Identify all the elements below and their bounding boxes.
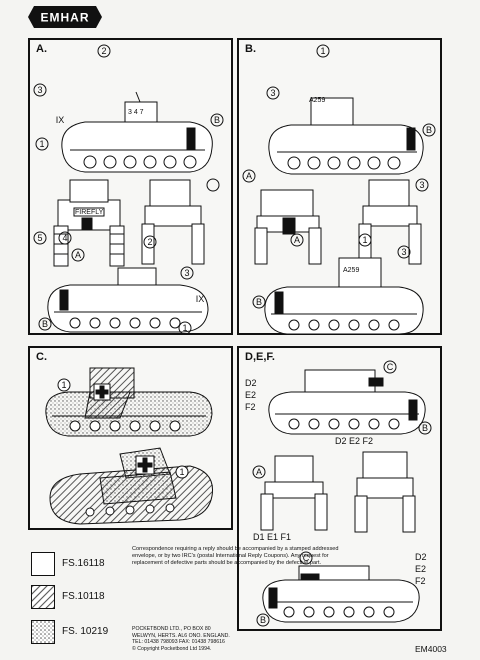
panel-c-drawing: 1 1	[45, 367, 214, 525]
callout: B	[42, 319, 48, 329]
tank-front-view	[254, 189, 322, 265]
tank-rear-view	[358, 179, 422, 265]
serial: A259	[309, 97, 325, 104]
tank-side-view-2	[262, 565, 420, 623]
callout: 1	[39, 139, 44, 149]
callout: 3	[184, 268, 189, 278]
camouflage-tank-side	[45, 367, 213, 437]
callout: 1	[362, 235, 367, 245]
callout: F2	[245, 402, 256, 412]
panel-a: A.	[28, 38, 233, 335]
callout: 1	[320, 46, 325, 56]
serial: FIREFLY	[75, 209, 104, 216]
address-line: POCKETBOND LTD., PO BOX 80	[132, 626, 211, 632]
panel-c-label: C.	[36, 351, 47, 363]
camouflage-tank-three-quarter	[49, 447, 214, 525]
callout: A	[294, 235, 300, 245]
callout: E2	[245, 390, 256, 400]
callout: B	[260, 615, 266, 625]
callout: 2	[101, 46, 106, 56]
callout: E2	[415, 564, 426, 574]
callout: D2 E2 F2	[335, 436, 373, 446]
callout: C	[387, 362, 394, 372]
panel-b: B.	[237, 38, 442, 335]
callout: D2	[245, 378, 257, 388]
panel-def-label: D,E,F.	[245, 351, 275, 363]
emhar-logo: EMHAR	[28, 6, 102, 28]
legend-code: FS.16118	[62, 558, 105, 569]
callout: B	[426, 125, 432, 135]
callout: A	[246, 171, 252, 181]
panel-a-label: A.	[36, 43, 47, 55]
legend-code: FS. 10219	[62, 626, 109, 637]
tank-side-view	[268, 369, 426, 435]
tank-front-view	[53, 179, 125, 267]
tank-front-view	[260, 455, 328, 531]
callout: 3	[37, 85, 42, 95]
callout: B	[256, 297, 262, 307]
callout: IX	[196, 294, 205, 304]
legend-swatch-fs10219	[31, 620, 55, 644]
callout: 1	[61, 380, 66, 390]
callout: 1	[182, 323, 187, 333]
callout: 5	[37, 233, 42, 243]
callout: 2	[147, 237, 152, 247]
callout: A	[256, 467, 262, 477]
address-block: POCKETBOND LTD., PO BOX 80 WELWYN, HERTS…	[132, 626, 342, 652]
panel-b-drawing: 1 3 B A 3 A 1 3 B A259 A259	[242, 44, 436, 335]
iron-cross-insignia-2	[135, 455, 155, 475]
callout: 3	[270, 88, 275, 98]
callout: B	[422, 423, 428, 433]
tank-side-view-2	[47, 267, 209, 333]
serial: 3 4 7	[128, 109, 144, 116]
callout: C	[303, 553, 310, 563]
callout: IX	[56, 115, 65, 125]
address-line: © Copyright Pocketbond Ltd 1994.	[132, 645, 212, 652]
product-code: EM4003	[415, 644, 447, 654]
callout: D1 E1 F1	[253, 532, 291, 542]
serial: A259	[343, 267, 359, 274]
tank-side-view-2	[264, 257, 424, 335]
legend-swatch-fs10118	[31, 585, 55, 609]
brand-text: EMHAR	[41, 11, 90, 25]
callout: 4	[62, 233, 67, 243]
panel-def: D,E,F.	[237, 346, 442, 631]
callout: A	[75, 250, 81, 260]
tank-side-view	[61, 91, 213, 173]
tank-rear-view	[141, 179, 205, 265]
tank-rear-view	[354, 451, 416, 533]
callout: 3	[419, 180, 424, 190]
callout: B	[214, 115, 220, 125]
iron-cross-insignia-1	[93, 383, 111, 401]
legend-swatch-fs16118	[31, 552, 55, 576]
panel-def-drawing: C D2 E2 F2 B D2 E2 F2 A D1 E1 F1 C D2 E2…	[245, 360, 432, 627]
panel-c: C.	[28, 346, 233, 530]
legend-code: FS.10118	[62, 591, 105, 602]
address-line: TEL: 01438 798093 FAX: 01438 798616	[132, 639, 225, 646]
callout: 3	[401, 247, 406, 257]
correspondence-note: Correspondence requiring a reply should …	[132, 546, 339, 567]
callout: D2	[415, 552, 427, 562]
callout: F2	[415, 576, 426, 586]
panel-a-drawing: 2 3 1 B IX 5 4 A 2 3 B IX 1 3 4 7 FIREFL…	[33, 44, 224, 335]
address-line: WELWYN, HERTS. AL6 ONO. ENGLAND.	[132, 632, 230, 639]
panel-b-label: B.	[245, 43, 256, 55]
tank-side-view	[268, 97, 424, 175]
callout: 1	[179, 467, 184, 477]
